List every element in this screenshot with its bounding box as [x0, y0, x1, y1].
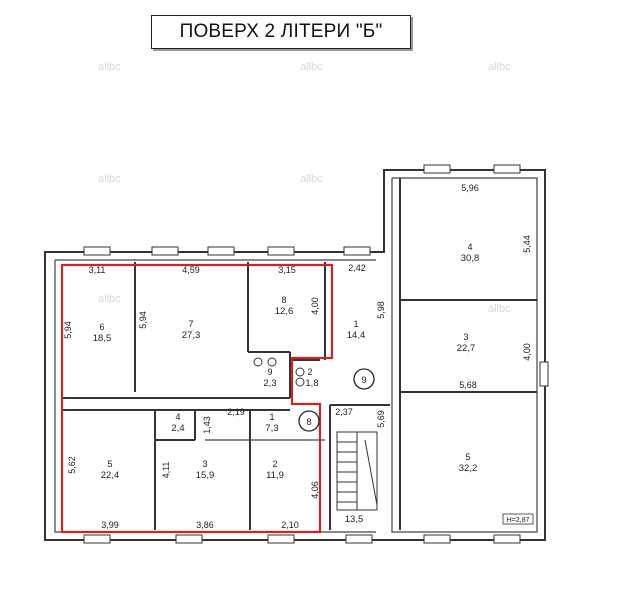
dimension-label: 5,69 [376, 410, 386, 428]
room-number: 3 [463, 332, 468, 342]
marker-circle-9 [353, 368, 375, 390]
window [343, 246, 371, 256]
dimension-label: 5,44 [522, 235, 532, 253]
wc-fixture [253, 357, 263, 367]
wc-fixture [267, 357, 277, 367]
dimension-label: 2,19 [227, 407, 245, 417]
room-area: 32,2 [459, 463, 478, 474]
window [267, 246, 295, 256]
room-number: 8 [281, 295, 286, 305]
marker-circle-8 [298, 410, 320, 432]
room-area: 7,3 [265, 423, 278, 434]
dimension-label: 3,86 [196, 520, 214, 530]
dimension-label: 2,37 [335, 407, 353, 417]
room-area: 14,4 [347, 330, 366, 341]
room-area: 18,5 [93, 333, 112, 344]
room-area: 30,8 [461, 253, 480, 264]
dimension-label: 5,68 [459, 380, 477, 390]
dimension-label: 2,42 [348, 263, 366, 273]
room-number: 5 [465, 452, 470, 462]
dimension-label: 4,00 [522, 343, 532, 361]
dimension-label: 3,99 [101, 520, 119, 530]
watermark-1: allbc [98, 61, 121, 73]
window [175, 534, 203, 544]
marker-label-9: 9 [361, 375, 366, 386]
window [207, 246, 235, 256]
wc-fixture [295, 377, 305, 387]
watermark-7: allbc [488, 303, 511, 315]
scale-box [502, 513, 534, 525]
room-number: 2 [307, 367, 312, 377]
dimension-label: 5,94 [138, 311, 148, 329]
highlighted-area-boundary [60, 263, 334, 534]
room-number: 7 [188, 319, 193, 329]
room-area: 15,9 [196, 470, 215, 481]
room-number: 3 [202, 459, 207, 469]
dimension-label: 4,06 [310, 481, 320, 499]
plan-title: ПОВЕРХ 2 ЛІТЕРИ "Б" [151, 15, 411, 49]
window [345, 534, 373, 544]
room-number: 5 [107, 459, 112, 469]
dimension-label: 1,43 [202, 416, 212, 434]
dimension-label: 5,94 [63, 321, 73, 339]
watermark-3: allbc [488, 61, 511, 73]
dimension-label: 5,98 [376, 301, 386, 319]
watermark-4: allbc [98, 173, 121, 185]
dimension-label: 3,11 [89, 265, 106, 275]
room-number: 1 [269, 412, 274, 422]
outer-wall-left-block [44, 169, 546, 541]
inner-wall-right-block [391, 177, 538, 533]
room-area: 22,7 [457, 343, 476, 354]
marker-label-8: 8 [306, 417, 311, 428]
dimension-label: 5,96 [461, 183, 479, 193]
window [267, 534, 295, 544]
window [83, 246, 111, 256]
room-area: 27,3 [182, 330, 201, 341]
room-area: 2,3 [263, 378, 276, 389]
window [423, 164, 451, 174]
dimension-label: 4,59 [182, 265, 200, 275]
window [151, 246, 179, 256]
interior-walls [62, 178, 537, 530]
dimension-label: 4,11 [161, 462, 171, 479]
room-area: 11,9 [266, 470, 284, 481]
dimension-label: 4,00 [310, 297, 320, 315]
staircase [336, 431, 378, 511]
watermark-5: allbc [300, 173, 323, 185]
dimension-label: 2,10 [281, 520, 299, 530]
dimension-label: 3,15 [278, 265, 296, 275]
room-area: 1,8 [305, 378, 318, 389]
room-number: 4 [467, 242, 472, 252]
window [493, 164, 521, 174]
room-area: 12,6 [275, 306, 294, 317]
dimension-label: 5,62 [67, 456, 77, 474]
room-area: 2,4 [171, 423, 184, 434]
window [83, 534, 111, 544]
room-number: 4 [175, 412, 180, 422]
window [493, 534, 521, 544]
room-area: 13,5 [345, 514, 364, 525]
watermark-6: allbc [98, 293, 121, 305]
scale-label: H=2,87 [507, 517, 530, 524]
watermark-2: allbc [300, 61, 323, 73]
window [539, 361, 549, 387]
room-number: 2 [272, 459, 277, 469]
room-number: 9 [267, 367, 272, 377]
window [423, 534, 451, 544]
room-number: 6 [99, 322, 104, 332]
wc-fixture [295, 367, 305, 377]
room-number: 1 [353, 319, 358, 329]
room-area: 22,4 [101, 470, 120, 481]
